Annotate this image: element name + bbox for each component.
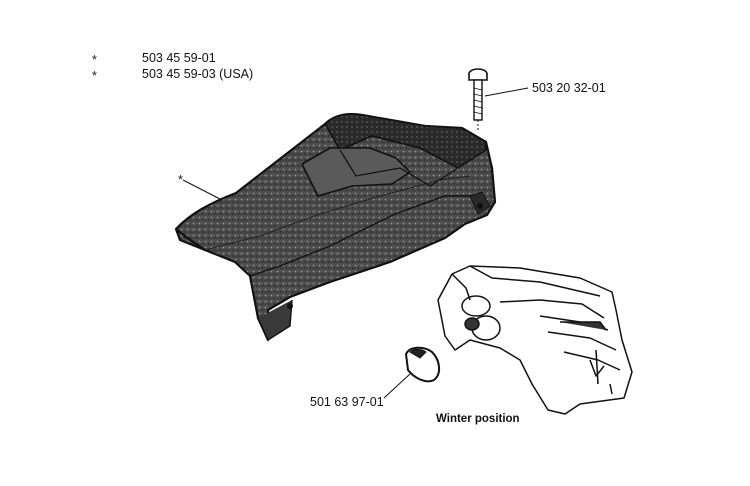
screw-part [468,68,488,132]
cover-a-marker: * [92,53,97,67]
cover-a-part-number: 503 45 59-01 [142,51,216,65]
saw-body-sketch [437,265,633,415]
cover-b-marker: * [92,69,97,83]
cover-marker: * [178,173,183,187]
cover-leader-line [182,179,223,201]
winter-position-caption: Winter position [436,413,520,425]
plate-part-number: 501 63 97-01 [310,395,384,409]
cover-b-part-number: 503 45 59-03 (USA) [142,67,253,81]
screw-part-number: 503 20 32-01 [532,81,606,95]
winter-plate-part [404,346,440,383]
watermark: om [502,214,538,244]
plate-leader-line [383,373,411,399]
chain-cover-part [174,113,497,342]
screw-leader-line [484,87,529,97]
